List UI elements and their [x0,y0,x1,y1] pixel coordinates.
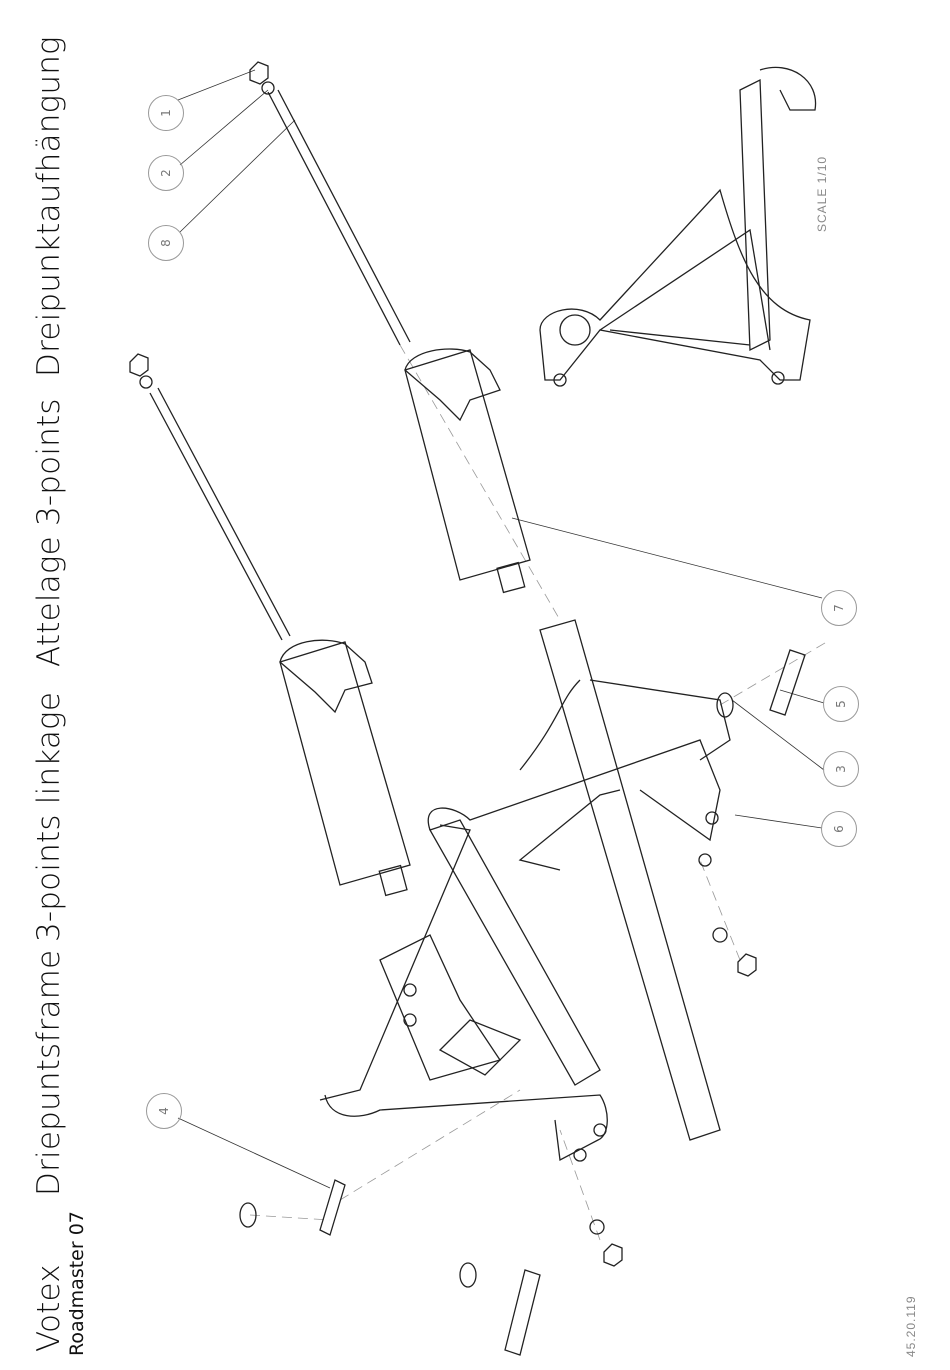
leader-lines [177,69,825,1189]
callout-3: 3 [823,751,859,787]
callout-7: 7 [821,590,857,626]
assembled-view [539,66,817,387]
lower-link-tube-left [279,639,411,897]
callout-4: 4 [146,1093,182,1129]
callout-8: 8 [148,225,184,261]
rod-upper [149,89,411,641]
lower-link-tube-right [404,348,531,594]
callout-6: 6 [821,811,857,847]
pins [239,649,806,1356]
three-point-frame [319,619,731,1162]
callout-number: 2 [158,169,173,177]
nuts-washers [129,61,757,1267]
callout-number: 5 [833,700,848,708]
callout-number: 4 [156,1107,171,1115]
callout-2: 2 [148,155,184,191]
callout-5: 5 [823,686,859,722]
callout-number: 1 [158,109,173,117]
callout-1: 1 [148,95,184,131]
callout-number: 6 [831,825,846,833]
callout-number: 3 [833,765,848,773]
callout-number: 8 [158,239,173,247]
callout-number: 7 [831,604,846,612]
